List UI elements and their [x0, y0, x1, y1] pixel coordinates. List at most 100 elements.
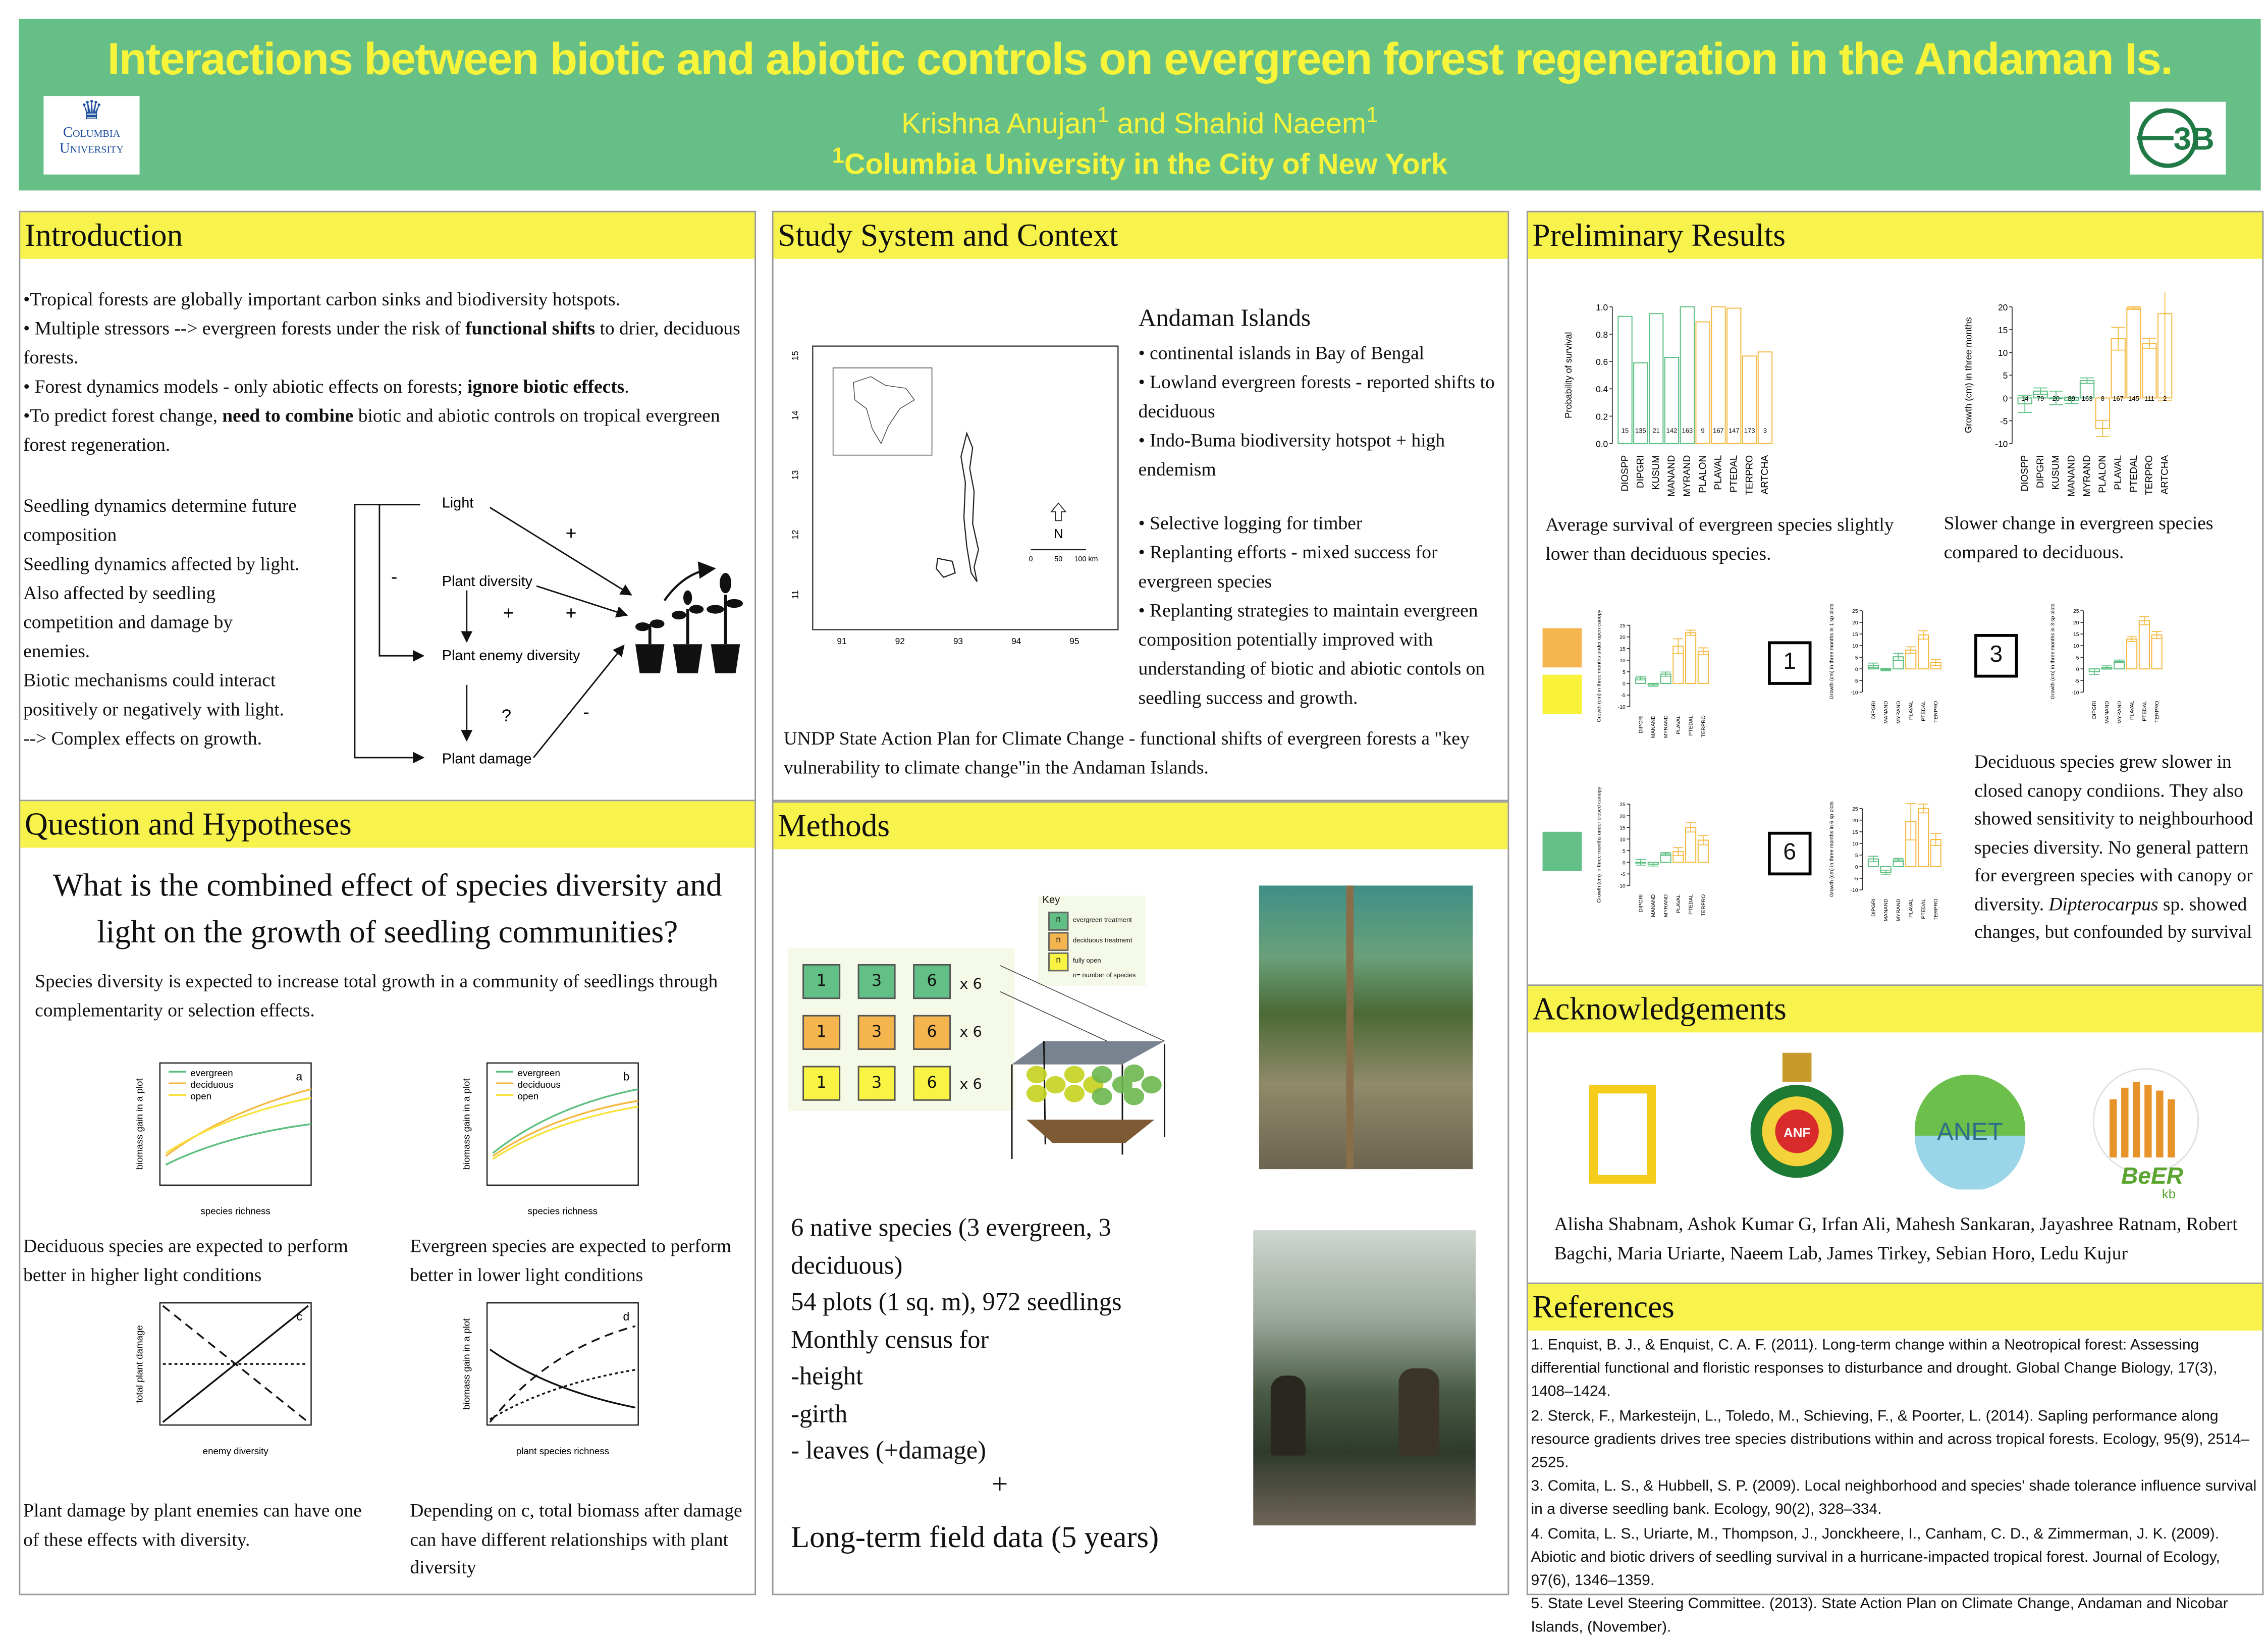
poster-header: Interactions between biotic and abiotic …	[19, 19, 2261, 191]
n-label: 167	[2113, 395, 2124, 402]
plot-letter: b	[623, 1070, 630, 1083]
diversity-label-3: 3	[1974, 634, 2018, 678]
logo-text: ANF	[1784, 1126, 1810, 1140]
map-scale-label: 0	[1029, 555, 1033, 563]
category-label: TERPRO	[2154, 701, 2160, 723]
y-tick-label: 15	[1998, 325, 2008, 335]
section-heading-methods: Methods	[773, 803, 1508, 850]
y-tick-label: -5	[2000, 416, 2008, 426]
logo-text: 3B	[2174, 122, 2215, 157]
y-tick-label: 25	[1852, 609, 1858, 614]
affiliation-marker: 1	[832, 144, 844, 169]
diversity-caption: Deciduous species grew slower in closed …	[1974, 748, 2259, 946]
y-tick-label: 20	[1619, 635, 1626, 641]
andaman-nicobar-forest-logo: ANF	[1750, 1052, 1844, 1178]
legend-label: deciduous	[190, 1079, 233, 1090]
question-panel: Question and Hypotheses What is the comb…	[19, 800, 757, 1596]
plot-ylabel: biomass gain in a plot	[461, 1078, 471, 1170]
y-tick-label: 0	[1855, 667, 1858, 672]
hypothesis-text: Species diversity is expected to increas…	[35, 970, 718, 1020]
plot-ylabel: biomass gain in a plot	[134, 1078, 144, 1170]
methods-line: Monthly census for	[791, 1324, 989, 1353]
plot-ylabel: total plant damage	[134, 1325, 144, 1403]
category-label: DIPGRI	[1636, 455, 1646, 488]
y-tick-label: -5	[1853, 678, 1858, 684]
study-bullet: • Selective logging for timber	[1138, 512, 1363, 534]
category-label: MYRAND	[2117, 701, 2123, 724]
category-label: MANAND	[1651, 715, 1656, 738]
study-bullet: • Lowland evergreen forests - reported s…	[1138, 370, 1495, 422]
bar	[1757, 351, 1773, 444]
bullet-text: • Forest dynamics models - only abiotic …	[23, 375, 467, 397]
y-tick-label: 25	[1852, 807, 1858, 812]
plot-xlabel: enemy diversity	[203, 1446, 269, 1456]
section-heading-acknowledgements: Acknowledgements	[1528, 986, 2262, 1033]
map-lat-tick: 11	[790, 590, 800, 599]
india-inset-map	[832, 367, 933, 456]
y-tick-label: 10	[1852, 644, 1858, 649]
y-tick-label: 15	[1619, 825, 1626, 831]
category-label: MANAND	[1883, 898, 1889, 921]
photo-person	[1270, 1375, 1306, 1456]
national-geographic-logo	[1589, 1085, 1656, 1184]
y-tick-label: 0.8	[1596, 330, 1608, 340]
n-label: 111	[2144, 395, 2154, 402]
key-title: Key	[1042, 895, 1060, 906]
y-tick-label: 1.0	[1596, 302, 1608, 312]
curve-group	[492, 1088, 639, 1160]
plot-ylabel: biomass gain in a plot	[461, 1318, 471, 1410]
map-lat-tick: 13	[790, 470, 800, 480]
key-swatch: n	[1048, 912, 1069, 931]
n-label: 3	[1763, 427, 1767, 434]
n-label: 2	[2163, 395, 2167, 402]
map-lon-tick: 95	[1069, 636, 1079, 646]
section-heading-question: Question and Hypotheses	[20, 801, 755, 848]
category-label: MYRAND	[1682, 455, 1693, 497]
n-label: 167	[1713, 427, 1724, 434]
methods-line: - leaves (+damage)	[791, 1435, 986, 1464]
y-tick-label: 10	[1619, 658, 1626, 664]
category-label: ARTCHA	[2159, 455, 2170, 494]
category-label: PTEDAL	[2129, 455, 2139, 493]
y-axis-label: Probability of survival	[1563, 332, 1574, 418]
e3b-logo: 3B	[2130, 101, 2226, 175]
biotic-abiotic-diagram: Light Plant diversity Plant enemy divers…	[354, 495, 743, 767]
field-photo-nursery	[1253, 1230, 1476, 1525]
bullet-emphasis: ignore biotic effects	[467, 375, 625, 397]
category-label: PLAVAL	[1713, 455, 1724, 490]
plus-sign: +	[566, 602, 577, 623]
treatment-plot: 1	[802, 1015, 841, 1050]
plot-frame	[486, 1302, 639, 1426]
y-tick-label: 0	[1623, 681, 1626, 687]
minus-sign: -	[583, 701, 589, 722]
affiliation: 1Columbia University in the City of New …	[19, 144, 2260, 183]
category-label: MYRAND	[1663, 715, 1669, 738]
legend-label: evergreen	[518, 1068, 560, 1078]
key-note: n= number of species	[1073, 971, 1136, 979]
bullet-text: .	[624, 375, 629, 397]
plus-sign: +	[566, 522, 577, 544]
category-label: MYRAND	[1663, 894, 1669, 917]
caption-text: sp. showed changes, but confounded by su…	[1974, 892, 2252, 942]
y-axis-label: Growth (cm) in three months in 1 sp plot…	[1829, 604, 1835, 699]
legend-label: open	[518, 1091, 539, 1101]
authors: Krishna Anujan1 and Shahid Naeem1	[19, 103, 2260, 142]
y-tick-label: 10	[1852, 841, 1858, 847]
diversity-label-1: 1	[1768, 641, 1812, 685]
category-label: TERPRO	[1933, 898, 1939, 920]
category-label: PLALON	[1698, 455, 1708, 493]
author-1: Krishna Anujan	[901, 109, 1097, 141]
bar	[2138, 620, 2150, 670]
reference-item: 3. Comita, L. S., & Hubbell, S. P. (2009…	[1531, 1479, 2257, 1519]
plot-xlabel: species richness	[528, 1205, 598, 1216]
category-label: PLAVAL	[1676, 715, 1682, 734]
y-tick-label: 5	[1623, 849, 1626, 854]
key-swatch: n	[1048, 932, 1069, 951]
caption-text: Deciduous species grew slower in closed …	[1974, 750, 2253, 914]
open-swatch	[1542, 674, 1582, 714]
methods-line: -height	[791, 1361, 863, 1391]
research-question: What is the combined effect of species d…	[52, 866, 722, 950]
